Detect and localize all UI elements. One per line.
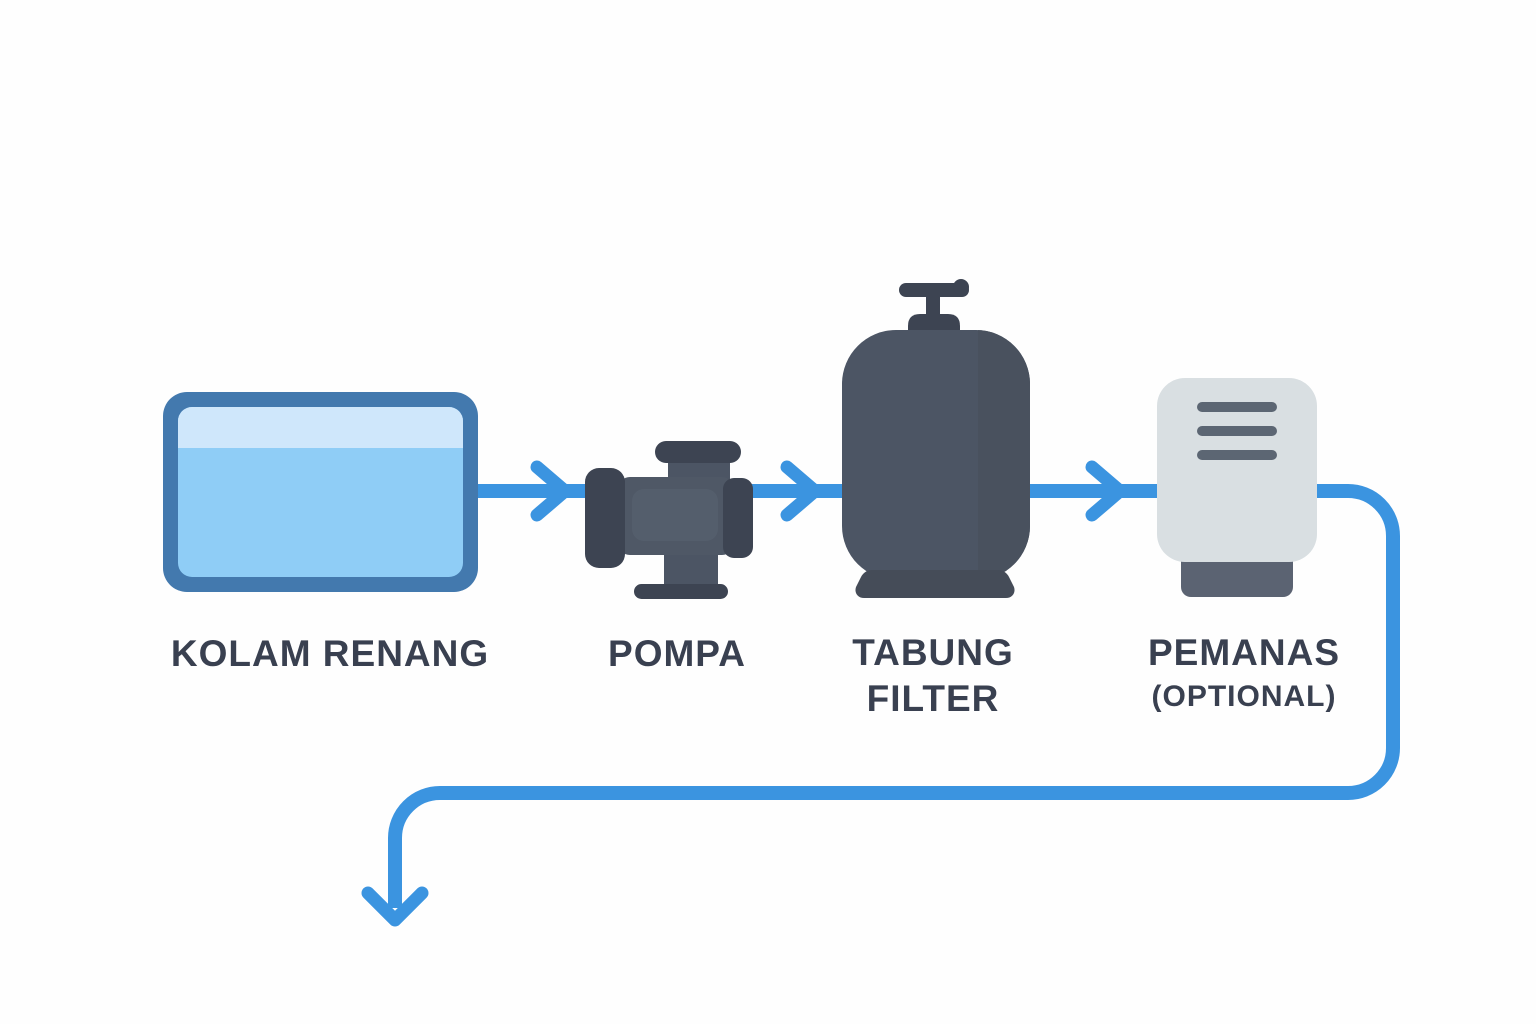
filter-tank-shading xyxy=(978,330,1030,580)
heater-body xyxy=(1157,378,1317,562)
pump-label: POMPA xyxy=(608,633,746,674)
pump-foot xyxy=(634,584,728,599)
heater-vent-2 xyxy=(1197,426,1277,436)
pump-body-highlight xyxy=(632,489,718,541)
arrow-pool-to-pump-icon xyxy=(530,460,572,522)
arrow-filter-to-heater-icon xyxy=(1085,460,1127,522)
heater-label-line1: PEMANAS xyxy=(1147,632,1341,673)
heater-label-line2: (OPTIONAL) xyxy=(1151,680,1337,713)
filter-tank-icon xyxy=(842,279,1030,598)
heater-vent-1 xyxy=(1197,402,1277,412)
pump-outlet-block xyxy=(723,478,753,558)
filter-label-line2: FILTER xyxy=(866,678,1000,719)
filter-valve-knob xyxy=(953,279,969,295)
pool-water xyxy=(178,407,463,577)
filter-tank-base xyxy=(855,570,1015,598)
filter-label-line1: TABUNG xyxy=(852,632,1014,673)
heater-vent-3 xyxy=(1197,450,1277,460)
filter-valve-stem xyxy=(926,294,940,320)
pump-icon xyxy=(585,441,753,599)
filter-valve-handle xyxy=(899,283,969,297)
pump-top-cap xyxy=(655,441,741,463)
pool-tank-icon xyxy=(163,392,478,592)
return-pipe-line xyxy=(388,484,1400,908)
pipe-path xyxy=(361,460,1400,927)
arrow-return-down-icon xyxy=(361,886,429,927)
heater-icon xyxy=(1157,378,1317,597)
pump-inlet-flange xyxy=(585,468,625,568)
arrow-pump-to-filter-icon xyxy=(780,460,822,522)
pool-label: KOLAM RENANG xyxy=(170,633,490,674)
pool-water-surface xyxy=(178,407,463,448)
